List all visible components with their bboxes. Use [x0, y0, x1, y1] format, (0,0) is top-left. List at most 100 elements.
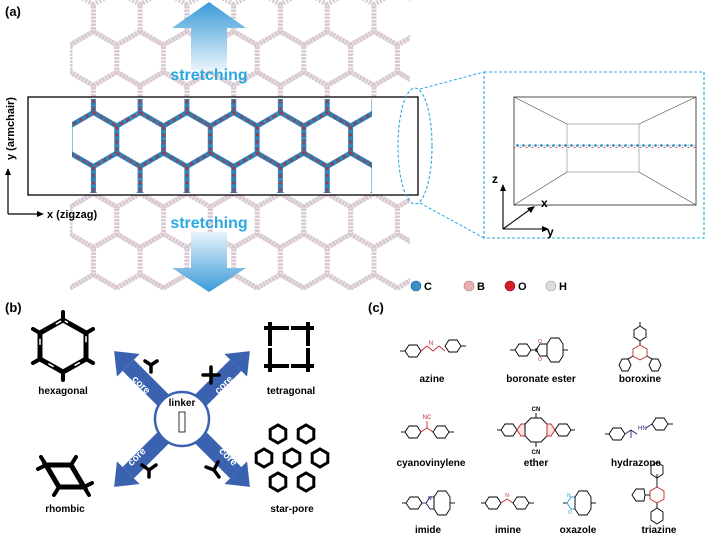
linkage-oxazole-label: oxazole [560, 525, 597, 536]
inset-axis-x: x [541, 196, 548, 210]
boronate-o-label-top: O [538, 339, 542, 345]
linkage-cyanovinylene-label: cyanovinylene [397, 458, 466, 469]
lattice-hex [394, 34, 410, 83]
azine-structure [400, 339, 466, 358]
lattice-hex [301, 28, 354, 89]
star-pore-cell [296, 423, 316, 445]
lattice-hex [421, 153, 468, 207]
hydrazone-hn-label: HN [638, 426, 647, 432]
ether-cn-label-top: CN [532, 407, 541, 413]
lattice-hex [421, 72, 468, 126]
lattice-hex [421, 72, 468, 126]
lattice-hex [184, 0, 237, 48]
stretch-arrow-down [172, 232, 246, 292]
panel-a-label: (a) [5, 4, 21, 19]
cyanovinylene-structure [401, 421, 454, 439]
panel-c: (c) N azine B O O boronate ester [368, 300, 677, 536]
imide-n-label: N [428, 496, 432, 502]
lattice-hex [23, 32, 70, 86]
lattice-hex [421, 72, 468, 126]
lattice-hex [137, 0, 190, 48]
lattice-hex [371, 69, 410, 129]
star-pore-cell [296, 471, 316, 493]
topology-star-pore-label: star-pore [270, 504, 314, 515]
legend-o-swatch [504, 280, 516, 292]
topology-rhombic-label: rhombic [45, 504, 85, 515]
stretch-label-bottom: stretching [170, 215, 247, 232]
lattice-hex [70, 42, 73, 75]
lattice-hex [421, 0, 468, 45]
legend-b-label: B [477, 281, 485, 293]
lattice-hex [371, 231, 410, 290]
core-glyph-tri-top [143, 359, 159, 374]
panel-b-label: (b) [5, 300, 22, 315]
stretch-label-top: stretching [170, 67, 247, 84]
axes-indicator: y (armchair) x (zigzag) [5, 97, 97, 221]
core-glyph-plus [201, 365, 221, 385]
lattice-hex [394, 277, 410, 290]
lattice-hex [184, 231, 237, 290]
lattice-hex [324, 231, 377, 290]
boronate-o-label-bottom: O [538, 357, 542, 363]
lattice-hex [0, 234, 47, 288]
axis-x-label: x (zigzag) [47, 209, 97, 221]
boronate-ester-structure [510, 337, 568, 363]
core-arrows [114, 351, 250, 487]
inset-view: z x y [483, 71, 705, 239]
triazine-structure [631, 461, 665, 525]
lattice-hex [348, 190, 400, 251]
panel-b: (b) hexagonal tetragonal [5, 300, 330, 515]
topology-hexagonal-label: hexagonal [38, 386, 88, 397]
hydrazone-structure [605, 417, 673, 441]
linkage-imide-label: imide [415, 525, 442, 536]
linker-glyph [178, 411, 186, 433]
legend-b-swatch [463, 280, 475, 292]
star-pore-cell [254, 447, 274, 469]
lattice-hex [277, 69, 330, 129]
lattice-hex [161, 28, 213, 89]
linkage-boronate-ester-label: boronate ester [506, 374, 576, 385]
lattice-hex [421, 234, 468, 288]
lattice-hex [421, 234, 468, 288]
imide-structure [402, 490, 455, 516]
linkage-azine-label: azine [419, 374, 444, 385]
lattice-hex [301, 271, 354, 290]
boronate-b-label: B [535, 348, 539, 354]
selected-honeycomb [0, 0, 468, 288]
oxazole-structure [563, 490, 596, 516]
lattice-hex [324, 150, 372, 193]
linker-label: linker [169, 398, 196, 409]
linkage-ether-label: ether [524, 458, 549, 469]
core-glyph-tri-bottom-left [140, 463, 158, 479]
lattice-hex [394, 196, 410, 245]
star-pore-cell [268, 471, 288, 493]
zoom-ellipse [397, 87, 433, 205]
axis-y-label: y (armchair) [5, 97, 17, 160]
boroxine-structure [618, 322, 662, 372]
oxazole-n-label: N [567, 493, 571, 499]
star-pore-cell [282, 447, 302, 469]
lattice-hex [371, 0, 410, 48]
lattice-hex [324, 0, 377, 48]
linkage-boroxine-label: boroxine [619, 374, 662, 385]
lattice-hex [23, 32, 70, 86]
core-glyph-tri-bottom-right [204, 460, 221, 479]
legend-h-label: H [559, 281, 567, 293]
ether-structure [497, 413, 575, 447]
legend-h-swatch [545, 280, 557, 292]
topology-tetragonal-label: tetragonal [267, 386, 316, 397]
lattice-hex [421, 153, 468, 207]
inset-axis-z: z [492, 172, 498, 186]
lattice-hex [421, 153, 468, 207]
lattice-hex [277, 0, 330, 48]
lattice-hex [161, 190, 213, 251]
lattice-hex [207, 190, 260, 251]
ether-cn-label-bottom: CN [532, 450, 541, 456]
oxazole-o-label: O [568, 510, 572, 516]
atom-legend: C B O H [410, 280, 567, 293]
hexagonal-topology [31, 310, 95, 382]
lattice-hex [348, 271, 400, 290]
lattice-hex [137, 69, 190, 129]
tetragonal-topology [264, 322, 314, 372]
